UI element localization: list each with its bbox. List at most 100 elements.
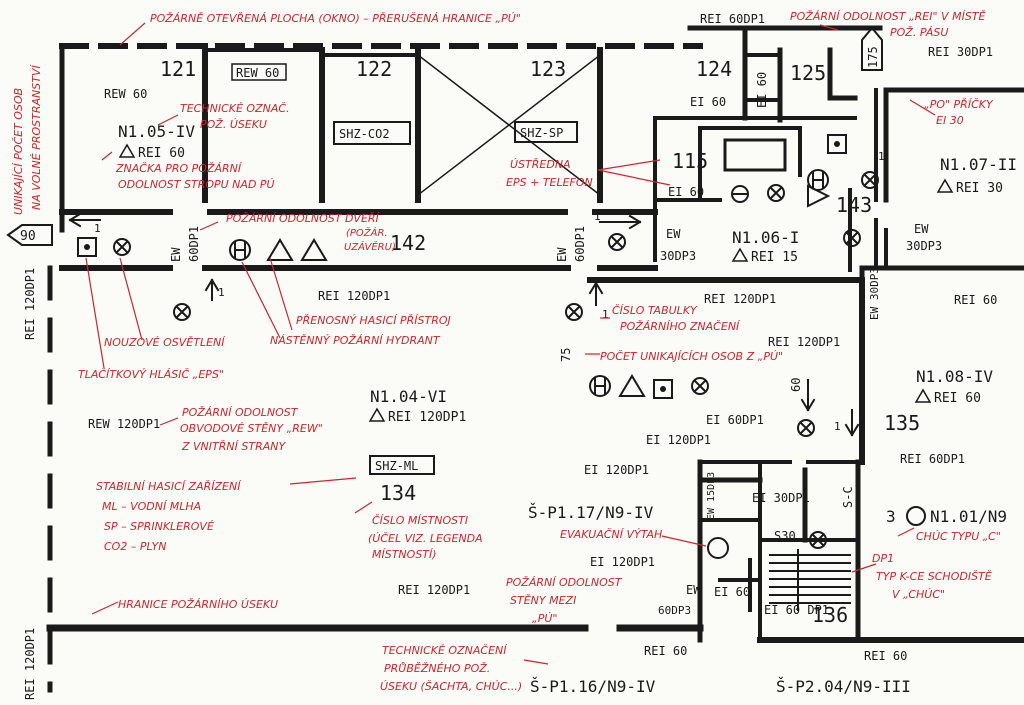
annotation-leaders [85,22,936,665]
wall-rating: S30 [774,529,796,543]
wall-rating: REW 60 [236,66,279,80]
zone-code: Š-P1.17/N9-IV [528,503,654,522]
persons-count: 75 [559,348,573,362]
wall-rating: REI 60DP1 [700,12,765,26]
wall-rating: REI 120DP1 [768,335,840,349]
wall-rating: EI 60 [714,585,750,599]
annotation-text: MÍSTNOSTÍ) [372,548,437,561]
wall-rating: EW [914,222,929,236]
annotation-text: POŽÁRNÍHO ZNAČENÍ [620,320,741,333]
annotation-text: TYP K-CE SCHODIŠTĚ [876,570,992,583]
wall-rating: EW [666,227,681,241]
room-number: 115 [672,149,708,173]
wall-rating: REI 120DP1 [23,628,37,700]
walls [46,25,1024,693]
system-label: SHZ-SP [520,126,563,140]
annotation-text: EVAKUAČNÍ VÝTAH [560,528,662,541]
annotation-text: V „CHÚC" [892,588,945,601]
annotation-text: TLAČÍTKOVÝ HLÁSIČ „EPS" [78,368,224,381]
annotation-text: TECHNICKÉ OZNAČENÍ [382,644,508,657]
wall-rating: EI 60 DP1 [764,603,829,617]
push-button-eps-icon [77,237,97,257]
table-number: 1 [218,286,225,299]
annotation-text: NÁSTĚNNÝ POŽÁRNÍ HYDRANT [270,334,441,347]
person-counts: 90 175 75 60 1 1 1 1 1 1 [20,46,885,433]
stair-treads [769,549,851,611]
annotation-text: UZÁVĚRU) [344,240,396,253]
wall-rating: REW 60 [104,87,147,101]
annotation-text: POČET UNIKAJÍCÍCH OSOB Z „PÚ" [600,350,783,363]
annotation-text: TECHNICKÉ OZNAČ. [180,102,290,115]
annotation-text: ML – VODNÍ MLHA [102,500,201,513]
wall-rating: REI 120DP1 [23,268,37,340]
zone-code: N1.01/N9 [930,507,1007,526]
annotation-text: POŽ. PÁSU [890,26,948,39]
ceiling-rating: REI 120DP1 [388,410,466,425]
wall-rating: EI 30DP1 [752,491,810,505]
wall-ratings: REW 60 REW 60 REI 60DP1 REI 30DP1 EI 60 … [23,12,997,700]
push-button-eps-icon [653,379,673,399]
wall-rating: EW 15DP3 [706,472,717,520]
annotation-text: NA VOLNÉ PROSTRANSTVÍ [30,64,43,210]
wall-hydrant-icon [229,239,251,261]
annotation-text: ČÍSLO MÍSTNOSTI [372,514,468,527]
annotation-text: POŽÁRNÍ ODOLNOST [506,576,623,589]
chuc-count: 3 [886,507,896,526]
annotation-text: EPS + TELEFON [506,176,593,189]
wall-rating: EW [169,247,183,262]
zone-code: Š-P2.04/N9-III [776,677,911,696]
wall-rating: S-C [841,486,855,508]
room-number: 136 [812,603,848,627]
wall-rating: EI 60DP1 [706,413,764,427]
annotation-text: STĚNY MEZI [510,594,576,607]
annotation-text: HRANICE POŽÁRNÍHO ÚSEKU [118,598,278,611]
ceiling-rating: REI 15 [751,250,798,265]
annotation-text: (POŽÁR. [346,226,388,239]
wall-rating: REI 60 [864,649,907,663]
annotation-text: PRŮBĚŽNÉHO POŽ. [384,662,490,675]
arrow-icon [800,379,816,412]
annotation-text: SP – SPRINKLEROVÉ [104,520,214,533]
ceiling-rating: REI 60 [138,146,185,161]
annotation-text: „PO" PŘÍČKY [924,98,994,111]
annotation-text: ČÍSLO TABULKY [612,304,698,317]
annotation-text: NOUZOVÉ OSVĚTLENÍ [104,336,226,349]
annotation-text: ZNAČKA PRO POŽÁRNÍ [115,162,243,175]
wall-rating: REW 120DP1 [88,417,160,431]
room-number: 123 [530,57,566,81]
zone-code: N1.06-I [732,228,799,247]
arrow-icon [844,409,860,437]
annotation-text: „PÚ" [532,612,557,625]
fire-zone-labels: N1.05-IV N1.07-II N1.06-I N1.04-VI N1.08… [118,122,1017,696]
wall-rating: 60DP3 [658,604,691,617]
annotation-text: UNIKAJÍCÍ POČET OSOB [12,88,25,215]
persons-count: 90 [20,229,36,244]
room-number: 124 [696,57,732,81]
wall-rating: REI 60DP1 [900,452,965,466]
annotation-text: CHÚC TYPU „C" [916,530,1001,543]
annotation-text: STABILNÍ HASICÍ ZAŘÍZENÍ [96,480,242,493]
room-number: 121 [160,57,196,81]
ceiling-rating-icon [118,143,954,422]
annotation-text: PŘENOSNÝ HASICÍ PŘÍSTROJ [296,314,451,327]
wall-rating: EW [686,583,701,597]
room-number: 143 [836,193,872,217]
annotation-text: POŽÁRNÍ ODOLNOST DVEŘÍ [226,212,381,225]
zone-code: Š-P1.16/N9-IV [530,677,656,696]
symbols [6,26,954,559]
wall-rating: EI 60 [690,95,726,109]
room-numbers: 121 122 123 124 125 115 143 142 134 135 … [160,57,920,627]
fire-alarm-panel-icon [731,185,749,203]
wall-rating: EI 60 [755,72,769,108]
wall-rating: REI 30DP1 [928,45,993,59]
wall-rating: 30DP3 [906,239,942,253]
wall-rating: REI 120DP1 [704,292,776,306]
annotation-text: EI 30 [936,114,964,127]
table-number: 1 [834,420,841,433]
arrow-icon [204,278,220,301]
annotation-text: CO2 – PLYN [104,540,167,553]
persons-count: 175 [866,46,880,68]
annotation-text: Z VNITŘNÍ STRANY [181,440,286,453]
annotation-text: ODOLNOST STROPU NAD PÚ [118,178,275,191]
push-button-eps-icon [827,134,847,154]
